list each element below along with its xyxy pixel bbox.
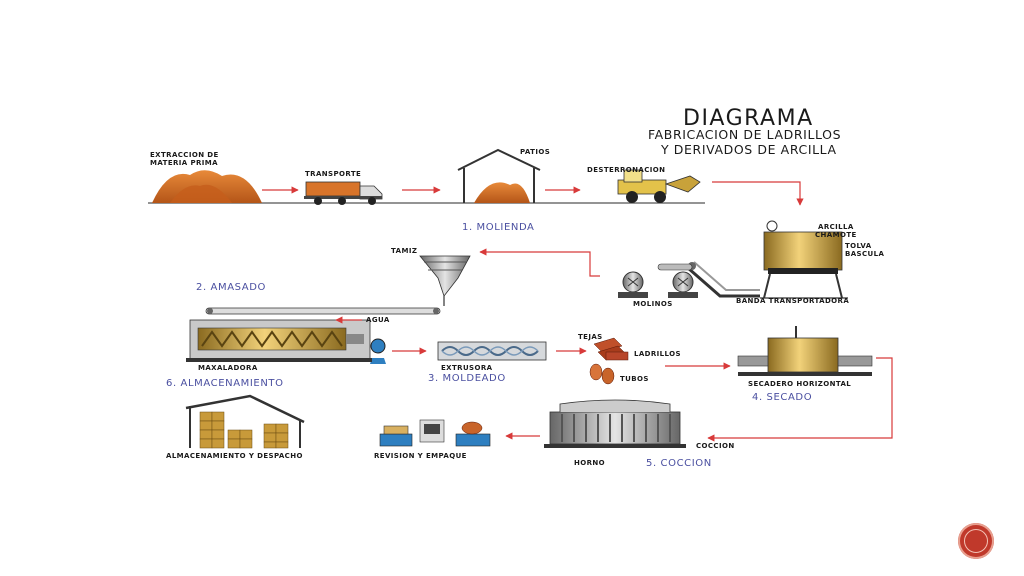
label-patios: PATIOS <box>520 148 551 156</box>
label-revision: REVISION Y EMPAQUE <box>374 452 467 460</box>
label-extrusora: EXTRUSORA <box>441 364 493 372</box>
extrusora-icon <box>437 341 547 361</box>
label-coccion: COCCION <box>696 442 735 450</box>
tamiz-icon <box>419 255 471 306</box>
tolva-bascula-icon <box>760 220 848 299</box>
arrow <box>479 248 600 277</box>
revision-empaque-icon <box>379 419 491 447</box>
stage-amasado: 2. AMASADO <box>196 282 266 293</box>
stage-almacenamiento: 6. ALMACENAMIENTO <box>166 378 284 389</box>
stage-secado: 4. SECADO <box>752 392 813 403</box>
label-ladrillos: LADRILLOS <box>634 350 681 358</box>
secadero-icon <box>737 326 873 376</box>
products-icon <box>589 337 629 385</box>
label-desterronacion: DESTERRONACION <box>587 166 666 174</box>
conveyor-belt-icon <box>687 261 760 298</box>
label-maxaladora: MAXALADORA <box>198 364 258 372</box>
label-tejas: TEJAS <box>578 333 603 341</box>
label-extraccion-line2: MATERIA PRIMA <box>150 159 218 167</box>
label-chamote: CHAMOTE <box>815 231 857 239</box>
stage-coccion: 5. COCCION <box>646 458 712 469</box>
clay-mounds-icon <box>152 170 262 203</box>
label-extraccion-line1: EXTRACCION DE <box>150 151 219 159</box>
diagram-subtitle-line2: Y DERIVADOS DE ARCILLA <box>661 142 837 157</box>
label-transporte: TRANSPORTE <box>305 170 362 178</box>
stage-moldeado: 3. MOLDEADO <box>428 373 506 384</box>
label-horno: HORNO <box>574 459 606 467</box>
flow-arrows-row1 <box>262 181 804 206</box>
label-almacenamiento: ALMACENAMIENTO Y DESPACHO <box>166 452 303 460</box>
loader-icon <box>617 169 701 203</box>
arrow <box>712 181 804 206</box>
label-bascula: BASCULA <box>845 250 885 258</box>
label-tolva: TOLVA <box>845 242 872 250</box>
diagram-title: DIAGRAMA <box>683 106 814 131</box>
stage-molienda: 1. MOLIENDA <box>462 222 535 233</box>
arrow <box>707 357 893 442</box>
label-banda: BANDA TRANSPORTADORA <box>736 297 850 305</box>
label-agua: AGUA <box>366 316 390 324</box>
feed-belt-icon <box>205 307 441 315</box>
nav-button-ring <box>964 529 988 553</box>
label-arcilla: ARCILLA <box>818 223 854 231</box>
label-tamiz: TAMIZ <box>391 247 418 255</box>
label-tubos: TUBOS <box>620 375 649 383</box>
horno-icon <box>544 399 686 448</box>
slide-nav-button[interactable] <box>958 523 994 559</box>
maxaladora-icon <box>186 319 386 364</box>
label-secadero: SECADERO HORIZONTAL <box>748 380 852 388</box>
diagram-subtitle-line1: FABRICACION DE LADRILLOS <box>648 127 842 142</box>
patios-shed-icon <box>457 148 541 203</box>
molinos-icon <box>618 263 698 298</box>
truck-icon <box>304 181 383 205</box>
label-molinos: MOLINOS <box>633 300 673 308</box>
almacenamiento-shed-icon <box>185 394 305 449</box>
